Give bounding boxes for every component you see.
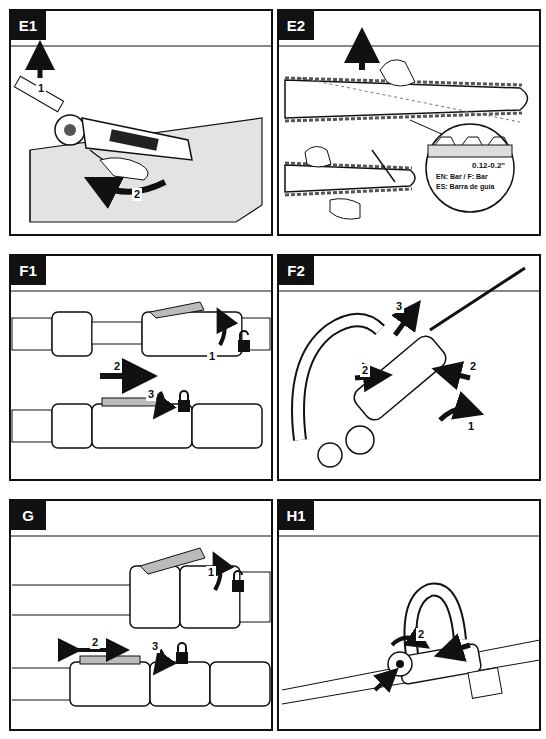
step-label: H1 xyxy=(278,500,314,530)
step-label: G xyxy=(10,500,46,530)
callout-number: 2 xyxy=(416,628,426,641)
callout-number: 2 xyxy=(90,636,100,649)
e2-art xyxy=(285,45,528,219)
annotation: 0.12-0.2" xyxy=(472,162,505,170)
callout-number: 2 xyxy=(132,188,142,201)
callout-number: 3 xyxy=(146,388,156,401)
step-label-text: E2 xyxy=(287,18,305,33)
panel-rules xyxy=(10,46,540,536)
step-label-text: G xyxy=(22,508,34,523)
callout-number: 2 xyxy=(468,360,478,373)
callout-number: 1 xyxy=(206,566,216,579)
callout-number: 1 xyxy=(466,420,476,433)
callout-number: 1 xyxy=(207,350,217,363)
step-label-text: H1 xyxy=(286,508,305,523)
callout-number: 1 xyxy=(36,82,46,95)
annotation: EN: Bar / F: Bar xyxy=(436,173,488,180)
callout-number: 2 xyxy=(112,360,122,373)
annotation: ES: Barra de guía xyxy=(436,183,494,190)
e1-art xyxy=(14,55,262,222)
callout-number: 2 xyxy=(360,364,370,377)
callout-number: 3 xyxy=(150,640,160,653)
f2-art xyxy=(298,268,525,467)
step-label: F1 xyxy=(10,255,46,285)
h1-art xyxy=(282,590,540,704)
step-label: E1 xyxy=(10,10,46,40)
step-label-text: F1 xyxy=(19,263,37,278)
g-art xyxy=(12,548,270,706)
f1-art xyxy=(12,302,270,448)
step-label: E2 xyxy=(278,10,314,40)
step-label: F2 xyxy=(278,255,314,285)
panel-frames xyxy=(10,10,540,730)
step-label-text: F2 xyxy=(287,263,305,278)
callout-number: 3 xyxy=(394,300,404,313)
step-label-text: E1 xyxy=(19,18,37,33)
